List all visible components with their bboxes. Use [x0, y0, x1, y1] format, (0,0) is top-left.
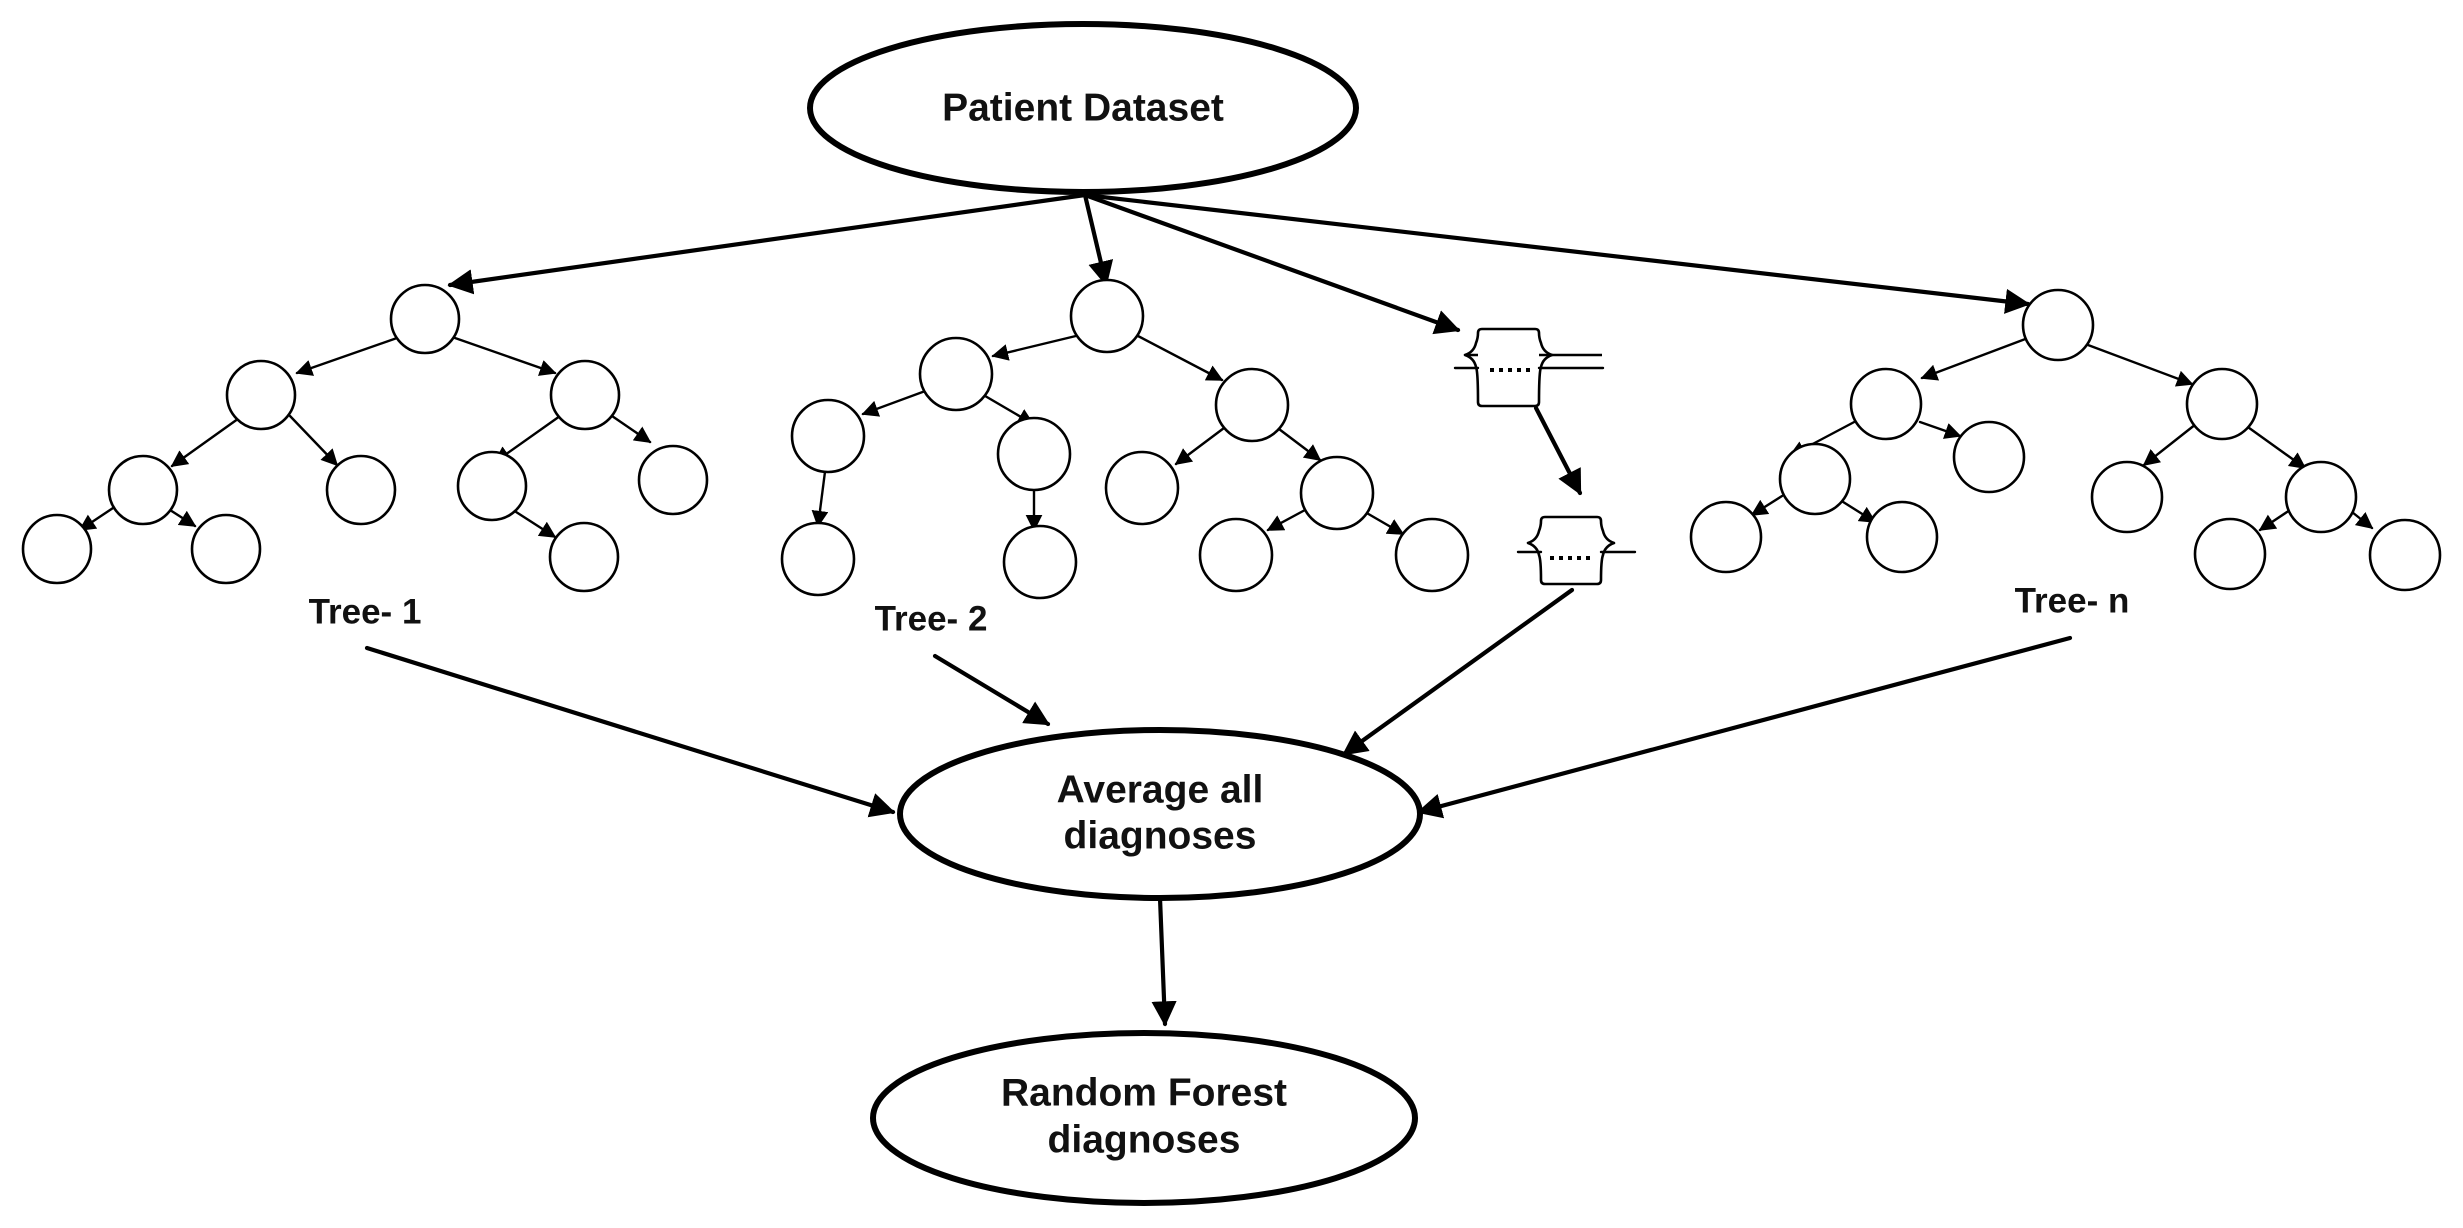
dataset-label: Patient Dataset	[942, 86, 1224, 129]
tree-2-node	[996, 416, 1072, 492]
tree-n-node	[2368, 518, 2442, 592]
edge-aggregate-output	[1151, 895, 1177, 1027]
tree-1-node	[107, 454, 179, 526]
edge-dataset-tree-1	[447, 192, 1088, 295]
tree-2-edges	[811, 333, 1405, 536]
tree-n-label: Tree- n	[2015, 581, 2130, 620]
tree-2-node	[1198, 517, 1274, 593]
ellipsis-node-lower	[1526, 515, 1616, 586]
tree-2-node	[1104, 450, 1180, 526]
tree-1-edges	[78, 336, 652, 539]
tree-2-node	[1069, 278, 1145, 354]
tree-to-aggregate-edges	[364, 405, 2073, 819]
tree-2-node	[1394, 517, 1470, 593]
tree-1-node	[190, 513, 262, 585]
ellipsis-node-upper	[1463, 327, 1602, 408]
tree-1: Tree- 1	[21, 283, 709, 631]
tree-2-node	[790, 398, 866, 474]
tree-n-node	[2185, 367, 2259, 441]
tree-n-node	[2090, 460, 2164, 534]
tree-2-label: Tree- 2	[875, 599, 988, 638]
tree-1-node	[456, 450, 528, 522]
tree-1-node	[548, 521, 620, 593]
tree-2-node	[780, 521, 856, 597]
tree-2-node	[918, 336, 994, 412]
tree-1-node	[637, 444, 709, 516]
tree-n-node	[1952, 420, 2026, 494]
tree-1-node	[549, 359, 621, 431]
output-label-line2: diagnoses	[1048, 1118, 1241, 1161]
dataset-to-tree-edges	[447, 192, 2031, 335]
aggregate-node: Average all diagnoses	[897, 727, 1423, 901]
tree-2-node	[1002, 524, 1078, 600]
edge-tree-n-aggregate	[1416, 635, 2073, 819]
tree-2-node	[1214, 367, 1290, 443]
tree-n-edges	[1750, 336, 2374, 532]
tree-1-node	[21, 513, 93, 585]
tree-2: Tree- 2	[780, 278, 1470, 638]
edge-ellipsis-aggregate	[1341, 587, 1575, 757]
output-node: Random Forest diagnoses	[870, 1030, 1418, 1206]
edge-tree-2-aggregate	[932, 653, 1051, 727]
aggregate-label-line2: diagnoses	[1064, 814, 1257, 857]
tree-1-node	[325, 454, 397, 526]
tree-1-node	[389, 283, 461, 355]
tree-n-node	[1849, 367, 1923, 441]
tree-n-node	[2021, 288, 2095, 362]
tree-n-node	[2193, 517, 2267, 591]
tree-1-node	[225, 359, 297, 431]
tree-n-node	[1689, 500, 1763, 574]
output-label-line1: Random Forest	[1001, 1071, 1287, 1114]
edge-dataset-tree-2	[1082, 192, 1114, 287]
tree-1-label: Tree- 1	[309, 592, 422, 631]
dataset-node: Patient Dataset	[807, 21, 1359, 195]
tree-n: Tree- n	[1689, 288, 2442, 620]
edge-tree-1-aggregate	[364, 645, 896, 818]
tree-n-node	[1778, 442, 1852, 516]
edge-ellipsis-upper-lower	[1533, 405, 1583, 496]
edge-dataset-ellipsis	[1082, 192, 1461, 335]
tree-n-node	[1865, 500, 1939, 574]
tree-n-node	[2284, 460, 2358, 534]
edge-dataset-tree-n	[1082, 192, 2031, 314]
tree-2-node	[1299, 455, 1375, 531]
aggregate-label-line1: Average all	[1057, 768, 1264, 811]
